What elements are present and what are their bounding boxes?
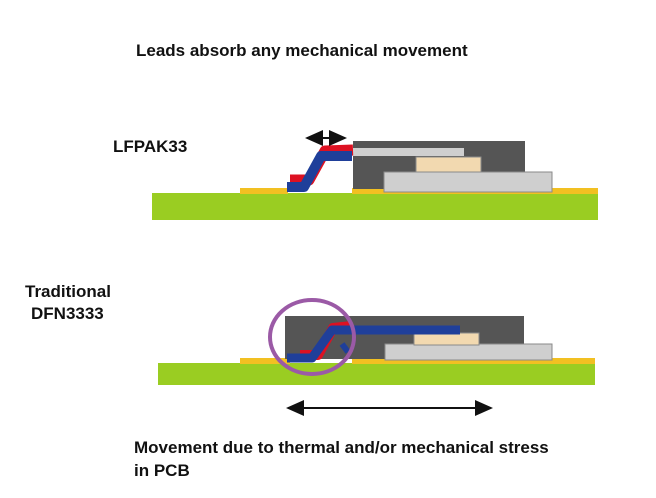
highlight-circle [268,298,356,376]
pcb-board [152,193,598,220]
caption-line-2: in PCB [134,461,190,480]
die-carrier [384,343,553,361]
solder-pad-right [352,358,595,364]
diagram-title: Leads absorb any mechanical movement [136,41,468,60]
lead-blue-tip [339,342,351,354]
solder-pad-left [240,188,288,194]
pcb-board [158,363,595,385]
lfpak33-assembly [152,130,598,220]
lead-blue [287,151,352,192]
dfn3333-label: DFN3333 [31,304,104,323]
die [415,156,482,173]
internal-clip [352,148,464,156]
die [413,332,480,346]
lfpak33-label: LFPAK33 [113,137,188,156]
traditional-label: Traditional [25,282,111,301]
lead-blue [287,325,460,363]
die-carrier [383,171,553,193]
dfn3333-assembly [158,298,595,385]
solder-pad-left [240,358,290,364]
caption-line-1: Movement due to thermal and/or mechanica… [134,438,549,457]
